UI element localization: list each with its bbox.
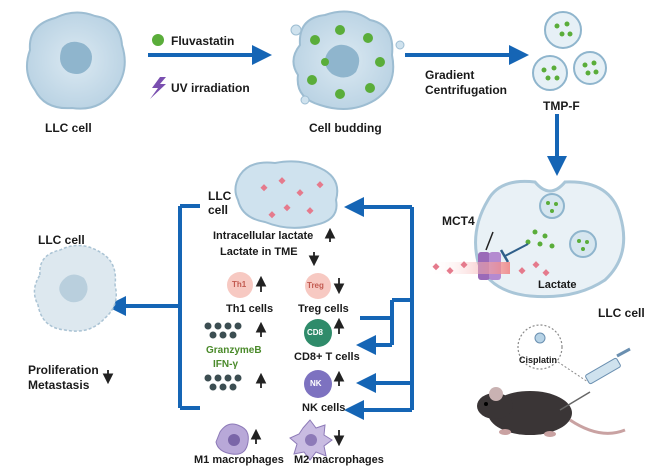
label-uv-irradiation: UV irradiation — [171, 81, 250, 95]
fluvastatin-icon — [152, 34, 164, 46]
label-m1-macrophages: M1 macrophages — [194, 454, 284, 466]
feedback-arrows — [106, 197, 414, 420]
badge-cd8: CD8 — [307, 328, 324, 337]
label-treg-cells: Treg cells — [298, 303, 349, 315]
label-lactate-tme: Lactate in TME — [220, 246, 298, 258]
label-cisplatin: Cisplatin — [519, 355, 558, 365]
badge-th1: Th1 — [232, 280, 247, 289]
label-lactate: Lactate — [538, 279, 577, 291]
label-mct4: MCT4 — [442, 214, 475, 228]
label-centrifugation: Centrifugation — [425, 83, 507, 97]
label-llc-cell-top: LLC cell — [45, 121, 92, 135]
mouse-icon — [477, 387, 626, 437]
lactate-efflux-beam — [430, 262, 510, 274]
label-cd8-t-cells: CD8+ T cells — [294, 351, 360, 363]
left-llc-cell-icon — [33, 244, 117, 332]
label-fluvastatin: Fluvastatin — [171, 34, 235, 48]
llc-cell-icon — [25, 11, 126, 110]
label-granzymeb: GranzymeB — [206, 345, 262, 356]
granzyme-dots — [204, 322, 242, 339]
label-metastasis: Metastasis — [28, 378, 90, 392]
budding-cell-icon — [290, 10, 405, 110]
label-m2-macrophages: M2 macrophages — [294, 454, 384, 466]
nk-cell-icon — [304, 370, 332, 398]
label-th1-cells: Th1 cells — [226, 303, 274, 315]
middle-llc-cell-icon — [234, 160, 339, 229]
ifn-dots — [204, 374, 242, 391]
label-llc-mid-2: cell — [208, 203, 229, 217]
label-llc-mid-1: LLC — [208, 189, 232, 203]
cd8-cell-icon — [304, 319, 332, 347]
uv-icon — [150, 77, 166, 99]
label-cell-budding: Cell budding — [309, 121, 382, 135]
label-proliferation: Proliferation — [28, 363, 99, 377]
label-gradient: Gradient — [425, 68, 475, 82]
label-tmpf: TMP-F — [543, 99, 580, 113]
label-ifn-gamma: IFN-γ — [213, 359, 238, 370]
label-llc-cell-left: LLC cell — [38, 233, 85, 247]
label-nk-cells: NK cells — [302, 402, 346, 414]
syringe-icon — [559, 347, 631, 411]
tmpf-vesicles-icon — [532, 11, 607, 91]
label-intracellular-lactate: Intracellular lactate — [213, 230, 314, 242]
cisplatin-icon — [534, 332, 546, 344]
badge-treg: Treg — [307, 281, 324, 290]
treg-cell-icon — [305, 273, 331, 299]
label-llc-cell-right: LLC cell — [598, 306, 645, 320]
badge-nk: NK — [310, 379, 322, 388]
th1-cell-icon — [227, 272, 253, 298]
change-arrows — [102, 227, 345, 447]
cisplatin-bubble — [517, 324, 563, 370]
